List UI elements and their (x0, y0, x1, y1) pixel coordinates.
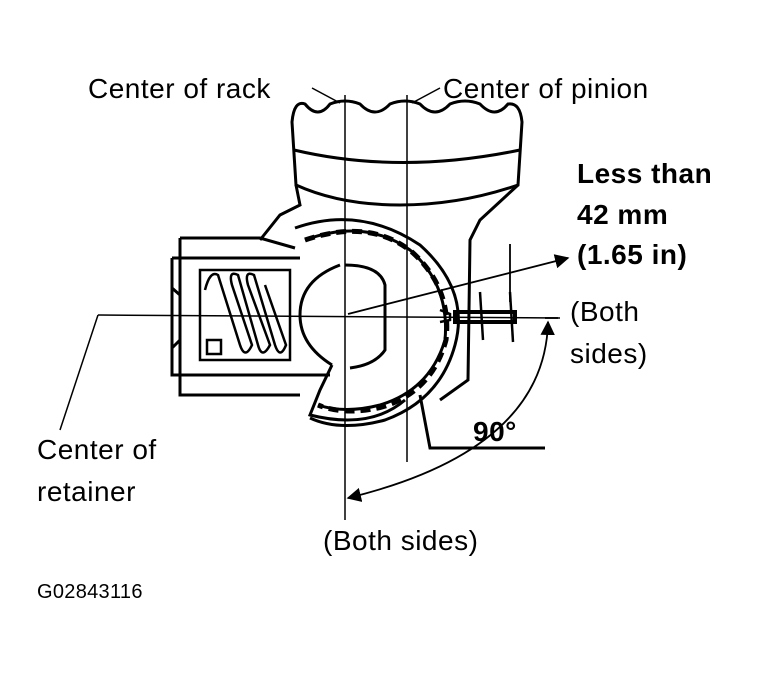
both-sides-right-label-2: sides) (570, 338, 648, 369)
center-of-retainer-label-2: retainer (37, 476, 136, 507)
rack-ball (298, 263, 406, 422)
both-sides-bottom-label: (Both sides) (323, 525, 479, 556)
both-sides-right-label-1: (Both (570, 296, 640, 327)
center-of-pinion-label: Center of pinion (443, 73, 649, 104)
distance-in-label: (1.65 in) (577, 239, 688, 270)
center-of-rack-label: Center of rack (88, 73, 271, 104)
figure-code: G02843116 (37, 581, 143, 603)
dimension-lines (346, 244, 570, 502)
distance-mm-label: 42 mm (577, 199, 669, 230)
leader-lines (59, 87, 441, 431)
center-lines (97, 95, 561, 520)
center-of-retainer-label-1: Center of (37, 434, 157, 465)
retainer-housing (170, 236, 330, 397)
less-than-label: Less than (577, 158, 713, 189)
angle-90-label: 90° (473, 416, 517, 447)
